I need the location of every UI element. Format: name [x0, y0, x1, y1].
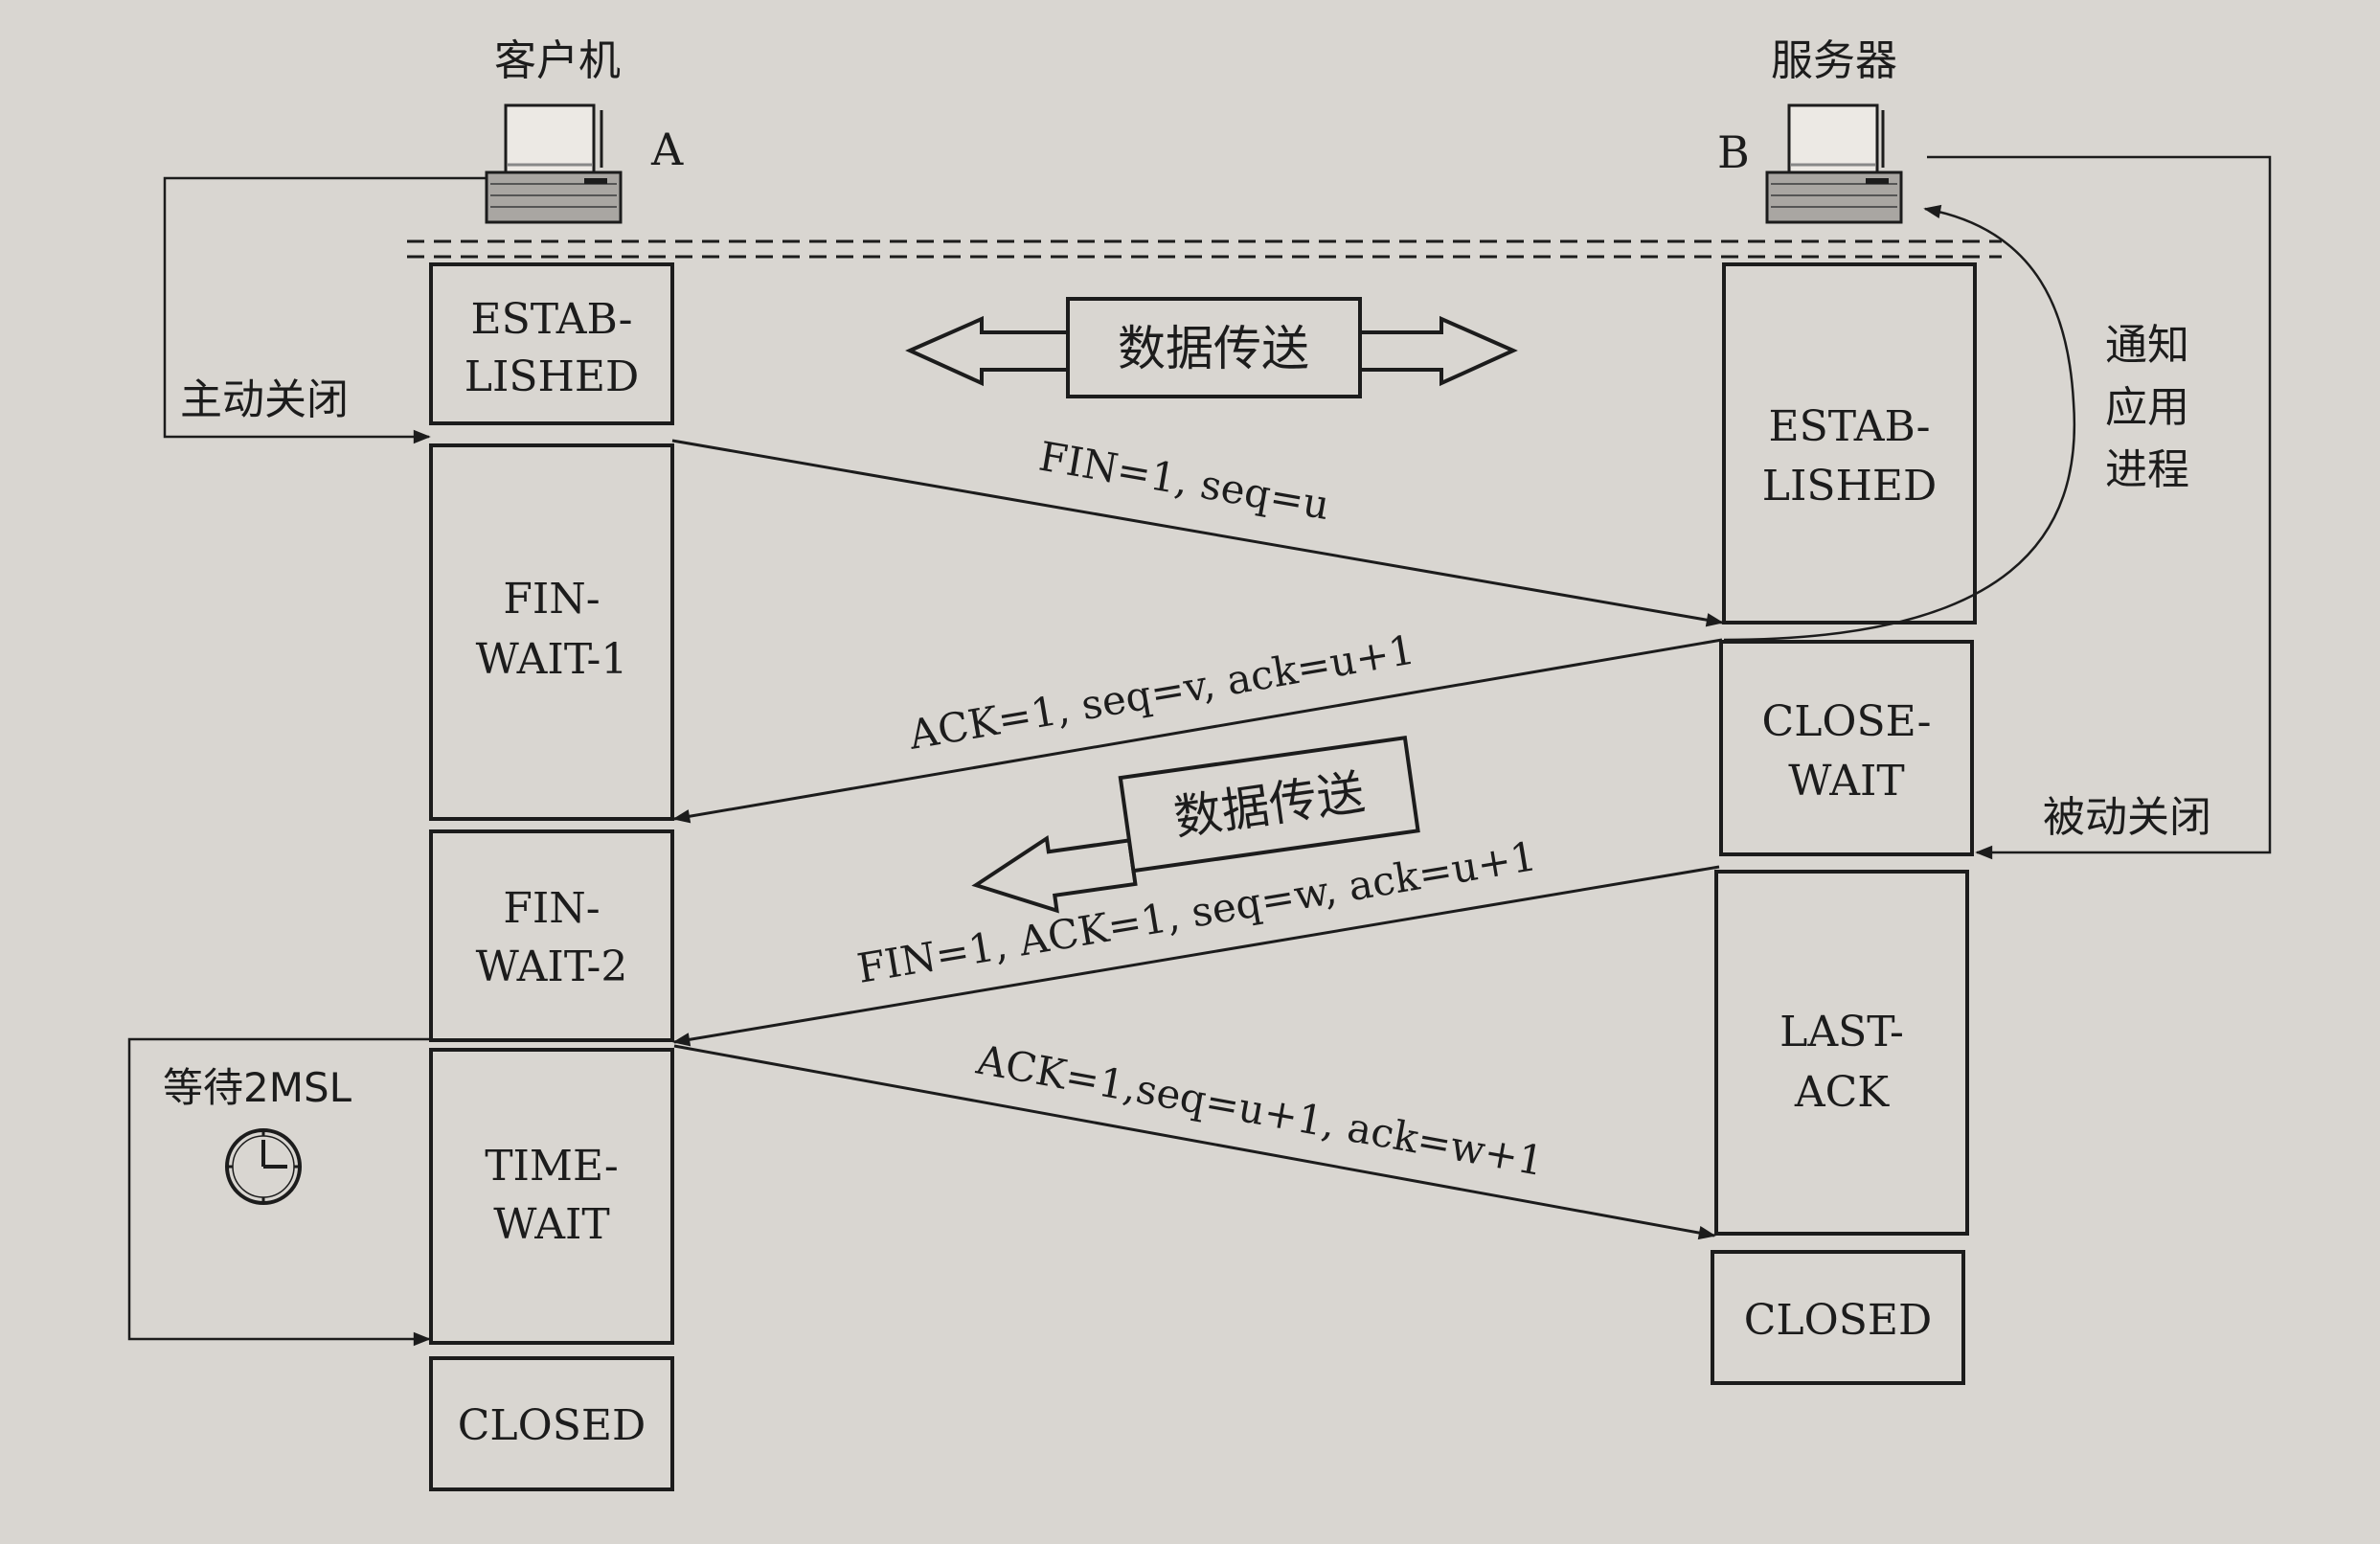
server-state-closed: CLOSED	[1711, 1250, 1965, 1385]
state-label-line1: FIN-	[503, 575, 600, 624]
state-label-line2: WAIT-1	[476, 635, 628, 684]
client-state-closed: CLOSED	[429, 1356, 674, 1491]
left-hollow-arrow	[905, 315, 1070, 387]
active-close-label: 主动关闭	[180, 375, 349, 424]
client-state-established: ESTAB- LISHED	[429, 262, 674, 425]
state-label-line2: WAIT	[1788, 757, 1905, 806]
data-transfer-label: 数据传送	[1118, 321, 1309, 376]
message-arrow-ack	[672, 638, 1723, 824]
client-state-fin-wait-2: FIN- WAIT-2	[429, 829, 674, 1042]
wait-2msl-label: 等待2MSL	[163, 1064, 352, 1111]
data-transfer-server-to-client: 数据传送	[971, 736, 1420, 914]
server-title: 服务器	[1771, 36, 1897, 85]
notify-label-line1: 通知	[2105, 321, 2189, 370]
client-state-time-wait: TIME- WAIT	[429, 1048, 674, 1345]
right-hollow-arrow	[1358, 315, 1518, 387]
message-label-ack: ACK=1, seq=v, ack=u+1	[904, 625, 1417, 759]
client-title: 客户机	[494, 36, 621, 85]
client-computer-icon	[485, 103, 623, 224]
passive-close-label: 被动关闭	[2043, 793, 2211, 842]
server-state-close-wait: CLOSE- WAIT	[1719, 640, 1974, 856]
server-computer-icon	[1765, 103, 1903, 224]
server-state-last-ack: LAST- ACK	[1714, 870, 1969, 1236]
message-arrow-fin-ack	[672, 865, 1720, 1047]
server-state-established: ESTAB- LISHED	[1722, 262, 1977, 624]
notify-label-line3: 进程	[2105, 445, 2189, 494]
state-label-line2: ACK	[1794, 1068, 1890, 1117]
state-label-line1: TIME-	[485, 1142, 619, 1191]
state-label-line2: LISHED	[1762, 462, 1938, 511]
state-label-line1: FIN-	[503, 884, 600, 933]
wait-2msl-arrow	[127, 1037, 431, 1347]
message-label-fin: FIN=1, seq=u	[1035, 433, 1333, 529]
state-label: CLOSED	[1744, 1296, 1933, 1345]
notify-app-arrow	[1723, 204, 2076, 642]
state-label-line1: ESTAB-	[471, 295, 633, 344]
state-label: CLOSED	[458, 1401, 646, 1450]
client-letter: A	[650, 124, 684, 175]
state-label-line2: WAIT-2	[476, 942, 628, 991]
data-transfer-bidirectional: 数据传送	[905, 297, 1518, 398]
active-close-arrow	[163, 176, 487, 444]
state-label-line2: WAIT	[493, 1200, 610, 1249]
state-label-line1: LAST-	[1779, 1008, 1904, 1056]
message-label-final-ack: ACK=1,seq=u+1, ack=w+1	[972, 1035, 1547, 1185]
message-arrow-final-ack	[673, 1044, 1716, 1240]
clock-icon	[225, 1128, 302, 1205]
message-arrow-fin	[671, 439, 1724, 627]
state-label-line1: ESTAB-	[1769, 402, 1931, 451]
state-label-line1: CLOSE-	[1762, 697, 1932, 746]
state-label-line2: LISHED	[465, 352, 640, 401]
server-letter: B	[1717, 126, 1750, 178]
client-state-fin-wait-1: FIN- WAIT-1	[429, 443, 674, 821]
passive-close-arrow	[1927, 155, 2272, 860]
notify-label-line2: 应用	[2105, 383, 2189, 432]
